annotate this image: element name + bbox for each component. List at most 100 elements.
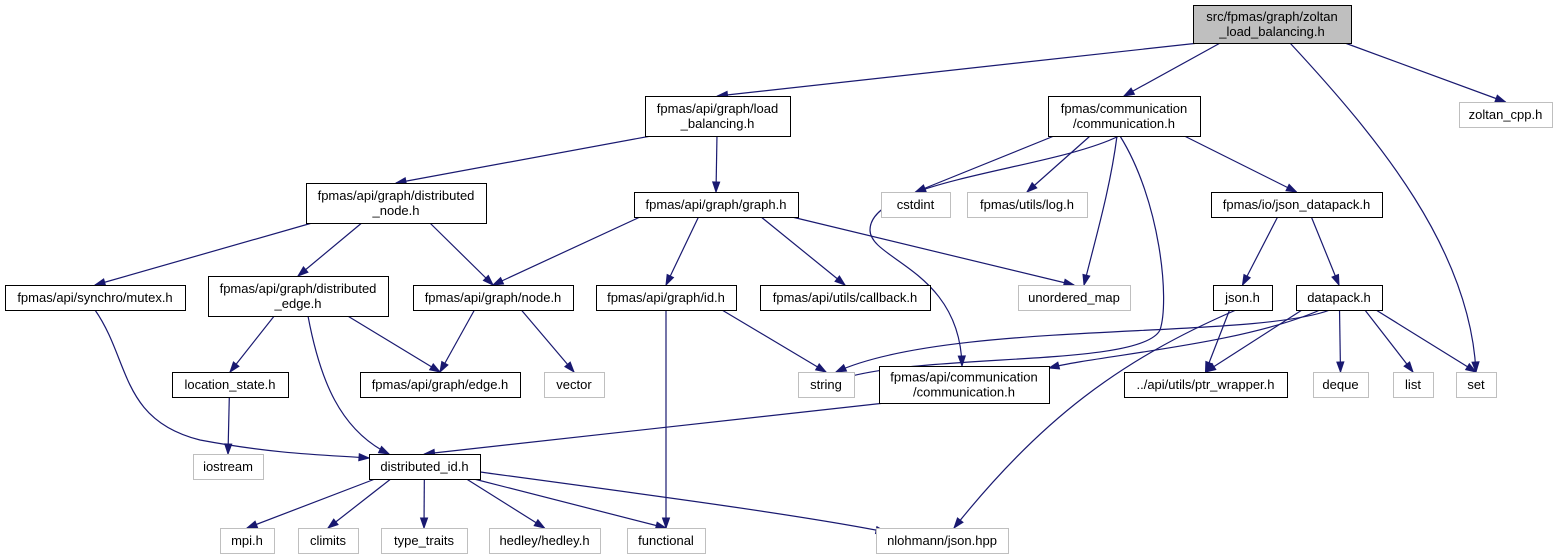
edge-json-to-ptrw [1204, 309, 1231, 373]
node-box [1456, 372, 1497, 398]
node-label: fpmas/api/graph/graph.h [646, 197, 787, 212]
node-cstdint: cstdint [881, 192, 951, 218]
node-box [220, 528, 275, 554]
node-box [1213, 285, 1273, 311]
node-ptrw[interactable]: ../api/utils/ptr_wrapper.h [1124, 372, 1288, 398]
node-did[interactable]: distributed_id.h [369, 454, 481, 480]
edge-graph-to-umap [791, 216, 1075, 286]
node-callback[interactable]: fpmas/api/utils/callback.h [760, 285, 931, 311]
node-climits: climits [298, 528, 359, 554]
edge-datapack-to-set [1375, 309, 1477, 373]
edge-apicomm-to-did [424, 402, 886, 455]
edge-mutex-to-did [94, 309, 370, 459]
node-dnode[interactable]: fpmas/api/graph/distributed_node.h [306, 183, 487, 224]
arrowhead-node-to-vector [563, 361, 575, 374]
node-label: /communication.h [913, 385, 1015, 400]
node-ttraits: type_traits [381, 528, 468, 554]
node-iostream: iostream [193, 454, 264, 480]
arrowhead-did-to-ttraits [419, 517, 429, 530]
node-box [1393, 372, 1434, 398]
node-root[interactable]: src/fpmas/graph/zoltan_load_balancing.h [1193, 5, 1352, 44]
node-label: fpmas/api/graph/edge.h [372, 377, 509, 392]
node-label: datapack.h [1307, 290, 1371, 305]
node-list: list [1393, 372, 1434, 398]
node-box [876, 528, 1009, 554]
node-label: iostream [203, 459, 253, 474]
node-label: fpmas/api/utils/callback.h [773, 290, 918, 305]
node-label: deque [1322, 377, 1358, 392]
arrowhead-comm-to-cstdint [914, 184, 927, 193]
arrowhead-comm-to-apicomm [957, 355, 966, 368]
node-box [627, 528, 706, 554]
edge-did-to-hedley [466, 478, 545, 529]
node-box [306, 183, 487, 224]
edge-root-to-set [1289, 42, 1477, 373]
edge-gid-to-string [721, 309, 827, 373]
arrowhead-gid-to-string [814, 363, 828, 373]
node-label: fpmas/communication [1061, 101, 1187, 116]
edge-dnode-to-node [429, 222, 494, 286]
edge-dnode-to-dedge [297, 222, 363, 277]
node-box [1211, 192, 1383, 218]
node-box [413, 285, 574, 311]
arrowhead-root-to-set [1471, 361, 1480, 374]
node-mpi: mpi.h [220, 528, 275, 554]
node-box [1193, 5, 1352, 44]
edge-node-to-vector [520, 309, 575, 373]
node-edge[interactable]: fpmas/api/graph/edge.h [360, 372, 521, 398]
node-jsondp[interactable]: fpmas/io/json_datapack.h [1211, 192, 1383, 218]
arrowhead-root-to-comm [1122, 87, 1136, 97]
node-label: fpmas/api/communication [890, 370, 1037, 385]
arrowhead-dedge-to-did [377, 445, 391, 455]
edge-root-to-zcpp [1344, 42, 1506, 103]
node-label: location_state.h [184, 377, 275, 392]
arrowhead-dnode-to-mutex [93, 278, 107, 287]
node-label: ../api/utils/ptr_wrapper.h [1136, 377, 1274, 392]
edge-did-to-mpi [246, 478, 376, 529]
node-label: fpmas/api/graph/distributed [318, 188, 475, 203]
node-box [1459, 102, 1553, 128]
edge-jsondp-to-datapack [1310, 216, 1340, 286]
edge-node-to-edge [439, 309, 475, 373]
edge-did-to-climits [327, 478, 392, 529]
node-dedge[interactable]: fpmas/api/graph/distributed_edge.h [208, 276, 389, 317]
node-json[interactable]: json.h [1213, 285, 1273, 311]
edge-comm-to-apicomm [869, 135, 1120, 367]
node-label: src/fpmas/graph/zoltan [1206, 9, 1338, 24]
node-box [172, 372, 289, 398]
edge-datapack-to-list [1364, 309, 1414, 373]
edge-datapack-to-ptrw [1205, 309, 1303, 373]
node-datapack[interactable]: datapack.h [1296, 285, 1383, 311]
node-log: fpmas/utils/log.h [967, 192, 1088, 218]
arrowhead-did-to-hedley [533, 518, 546, 529]
node-label: fpmas/utils/log.h [980, 197, 1074, 212]
node-label: mpi.h [231, 533, 263, 548]
arrowhead-jsondp-to-datapack [1331, 273, 1340, 287]
node-apicomm[interactable]: fpmas/api/communication/communication.h [879, 366, 1050, 404]
edge-jsondp-to-json [1241, 216, 1279, 286]
arrowhead-graph-to-callback [834, 275, 847, 286]
node-label: unordered_map [1028, 290, 1120, 305]
arrowhead-lb-to-graph [711, 181, 721, 194]
nodes-layer: src/fpmas/graph/zoltan_load_balancing.hf… [5, 5, 1553, 554]
arrowhead-did-to-climits [326, 518, 339, 529]
edge-comm-to-jsondp [1184, 135, 1297, 193]
node-box [1296, 285, 1383, 311]
arrowhead-mutex-to-did [358, 453, 371, 462]
node-comm[interactable]: fpmas/communication/communication.h [1048, 96, 1201, 137]
arrowhead-graph-to-node [491, 276, 505, 286]
node-string: string [798, 372, 855, 398]
edge-graph-to-callback [760, 216, 846, 286]
node-box [634, 192, 799, 218]
node-gid[interactable]: fpmas/api/graph/id.h [596, 285, 737, 311]
node-box [760, 285, 931, 311]
node-locstate[interactable]: location_state.h [172, 372, 289, 398]
node-node[interactable]: fpmas/api/graph/node.h [413, 285, 574, 311]
node-mutex[interactable]: fpmas/api/synchro/mutex.h [5, 285, 186, 311]
node-graph[interactable]: fpmas/api/graph/graph.h [634, 192, 799, 218]
node-label: zoltan_cpp.h [1469, 107, 1543, 122]
arrowhead-dedge-to-edge [428, 362, 442, 373]
node-lb[interactable]: fpmas/api/graph/load_balancing.h [645, 96, 791, 137]
edge-comm-to-log [1026, 135, 1091, 193]
arrowhead-jsondp-to-json [1241, 273, 1252, 287]
